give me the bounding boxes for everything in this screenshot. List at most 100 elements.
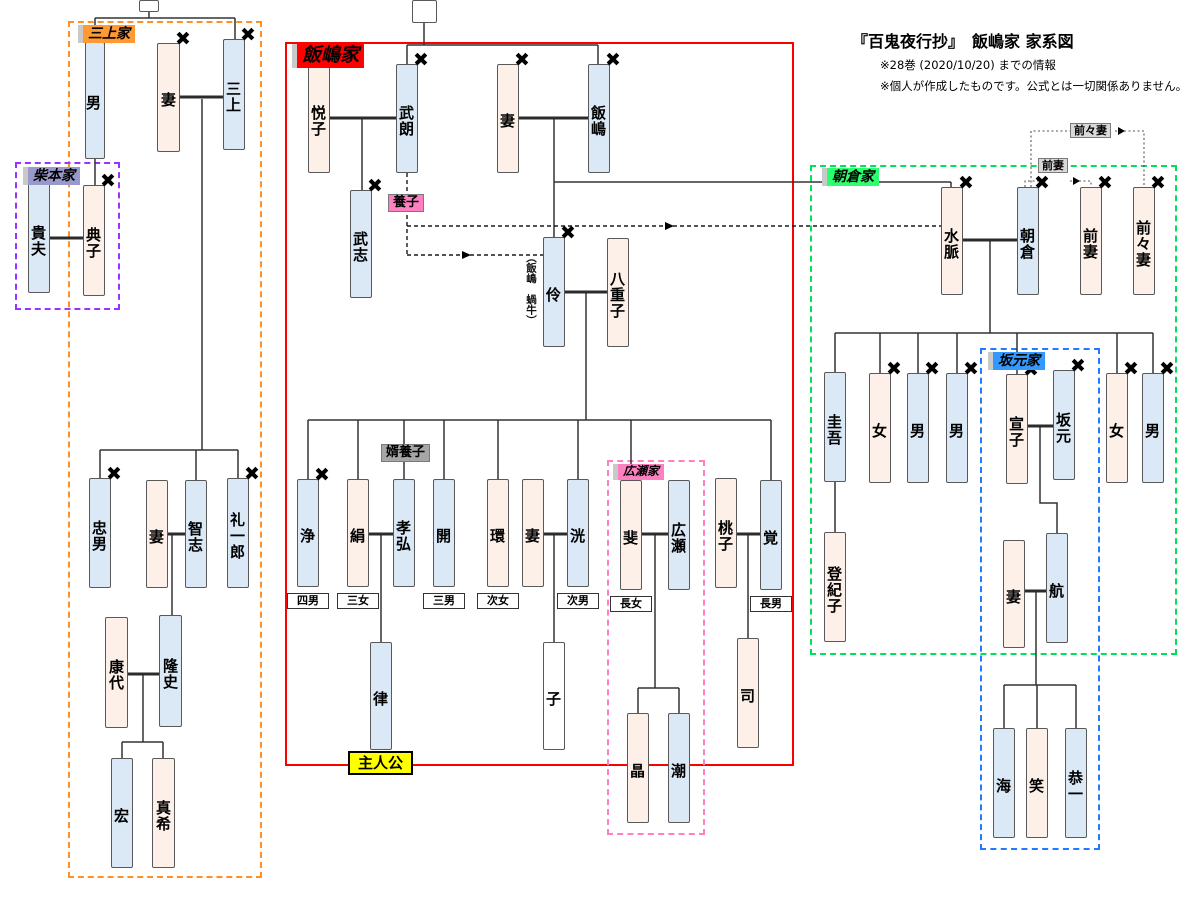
person-name: 広瀬 xyxy=(669,521,687,554)
person-box xyxy=(412,0,437,23)
person-box: 孝弘 xyxy=(393,479,415,587)
person-box: 恭一 xyxy=(1065,728,1087,838)
birth-order-label: 長男 xyxy=(750,596,792,612)
family-group-shibamoto xyxy=(15,162,120,310)
person-box: 子 xyxy=(543,642,565,750)
person-box: 水脈 xyxy=(941,187,963,295)
person-box: 朝倉 xyxy=(1017,187,1039,295)
person-name: 浄 xyxy=(298,527,316,544)
birth-order-label: 長女 xyxy=(610,596,652,612)
family-label-mikami: 三上家 xyxy=(78,25,135,44)
tag-zenzensai: 前々妻 xyxy=(1070,123,1111,139)
person-name: 武志 xyxy=(351,230,369,263)
deceased-mark: ✖ xyxy=(244,463,260,485)
person-name: 妻 xyxy=(159,92,177,108)
person-name: 男 xyxy=(908,422,926,439)
person-name: 晶 xyxy=(628,762,646,779)
person-box: 武朗 xyxy=(396,64,418,173)
person-box: 妻 xyxy=(146,480,168,588)
person-box: 坂元 xyxy=(1053,370,1075,480)
deceased-mark: ✖ xyxy=(958,172,974,194)
person-box: 潮 xyxy=(668,713,690,823)
person-name: 妻 xyxy=(498,113,516,129)
person-box: 真希 xyxy=(152,758,175,868)
deceased-mark: ✖ xyxy=(514,49,530,71)
person-name: 前妻 xyxy=(1081,227,1099,260)
deceased-mark: ✖ xyxy=(314,464,330,486)
deceased-mark: ✖ xyxy=(1150,172,1166,194)
person-name: 妻 xyxy=(147,528,165,545)
person-name: 男 xyxy=(947,422,965,439)
person-name: 航 xyxy=(1047,582,1065,599)
person-name: 康代 xyxy=(107,659,125,691)
person-name: 伶 xyxy=(544,286,562,303)
deceased-mark: ✖ xyxy=(605,49,621,71)
person-name: 覚 xyxy=(761,529,779,546)
deceased-mark: ✖ xyxy=(100,170,116,192)
person-box: 覚 xyxy=(760,480,782,590)
person-name: 洸 xyxy=(568,527,586,544)
person-box: 航 xyxy=(1046,533,1068,643)
deceased-mark: ✖ xyxy=(1034,172,1050,194)
person-name: 桃子 xyxy=(716,519,734,552)
person-name: 恭一 xyxy=(1066,769,1084,802)
person-box: 笑 xyxy=(1026,728,1048,838)
person-box: 宣子 xyxy=(1006,374,1028,484)
person-box: 男 xyxy=(84,42,105,159)
person-box: 武志 xyxy=(350,190,372,298)
family-label-asakura: 朝倉家 xyxy=(822,168,879,187)
person-box: 開 xyxy=(433,479,455,587)
tag-zensai: 前妻 xyxy=(1038,158,1068,174)
person-name: 笑 xyxy=(1027,777,1045,794)
person-box: 圭吾 xyxy=(824,372,846,482)
tag-muko-yoshi: 婿養子 xyxy=(381,444,431,462)
person-name: 礼一郎 xyxy=(228,511,246,560)
person-box: 司 xyxy=(737,638,759,748)
family-label-iijima: 飯嶋家 xyxy=(292,44,365,68)
deceased-mark: ✖ xyxy=(1123,358,1139,380)
person-name: 圭吾 xyxy=(825,413,843,446)
person-name: 男 xyxy=(84,95,102,111)
person-box: 妻 xyxy=(522,479,544,587)
person-name: 宣子 xyxy=(1007,415,1025,448)
person-box: 智志 xyxy=(185,480,207,588)
person-name: 登紀子 xyxy=(825,565,843,614)
person-name: 智志 xyxy=(186,520,204,553)
person-name: 開 xyxy=(434,527,452,544)
family-group-sakamoto xyxy=(980,348,1100,850)
person-box: 女 xyxy=(1106,373,1128,483)
person-box: 洸 xyxy=(567,479,589,587)
person-name: 海 xyxy=(994,777,1012,794)
person-box: 伶 xyxy=(543,237,565,347)
deceased-mark: ✖ xyxy=(924,358,940,380)
person-name: 朝倉 xyxy=(1018,227,1036,260)
family-group-hirose xyxy=(607,460,705,835)
deceased-mark: ✖ xyxy=(963,358,979,380)
person-box: 絹 xyxy=(347,479,369,587)
family-label-hirose: 広瀬家 xyxy=(613,464,665,480)
person-name: 飯嶋 xyxy=(589,105,607,137)
person-box: 環 xyxy=(487,479,509,587)
person-name: 忠男 xyxy=(90,519,108,552)
deceased-mark: ✖ xyxy=(175,28,191,50)
person-name: 隆史 xyxy=(161,657,179,690)
person-box: 妻 xyxy=(497,64,519,173)
person-name: 斐 xyxy=(621,529,639,546)
person-box: 斐 xyxy=(620,480,642,590)
deceased-mark: ✖ xyxy=(240,24,256,46)
deceased-mark: ✖ xyxy=(413,49,429,71)
family-label-shibamoto: 柴本家 xyxy=(23,167,80,186)
person-box: 妻 xyxy=(157,43,180,152)
person-box: 男 xyxy=(907,373,929,483)
family-label-sakamoto: 坂元家 xyxy=(988,352,1045,371)
birth-order-label: 四男 xyxy=(287,593,329,609)
person-box xyxy=(139,0,159,12)
deceased-mark: ✖ xyxy=(1097,172,1113,194)
person-box: 隆史 xyxy=(159,615,182,727)
person-name: 坂元 xyxy=(1054,411,1072,444)
person-name: 妻 xyxy=(1004,588,1022,605)
chart-title: 『百鬼夜行抄』 飯嶋家 家系図 xyxy=(852,32,1074,51)
person-name: 水脈 xyxy=(942,227,960,260)
person-name: 前々妻 xyxy=(1134,219,1152,268)
deceased-mark: ✖ xyxy=(367,175,383,197)
